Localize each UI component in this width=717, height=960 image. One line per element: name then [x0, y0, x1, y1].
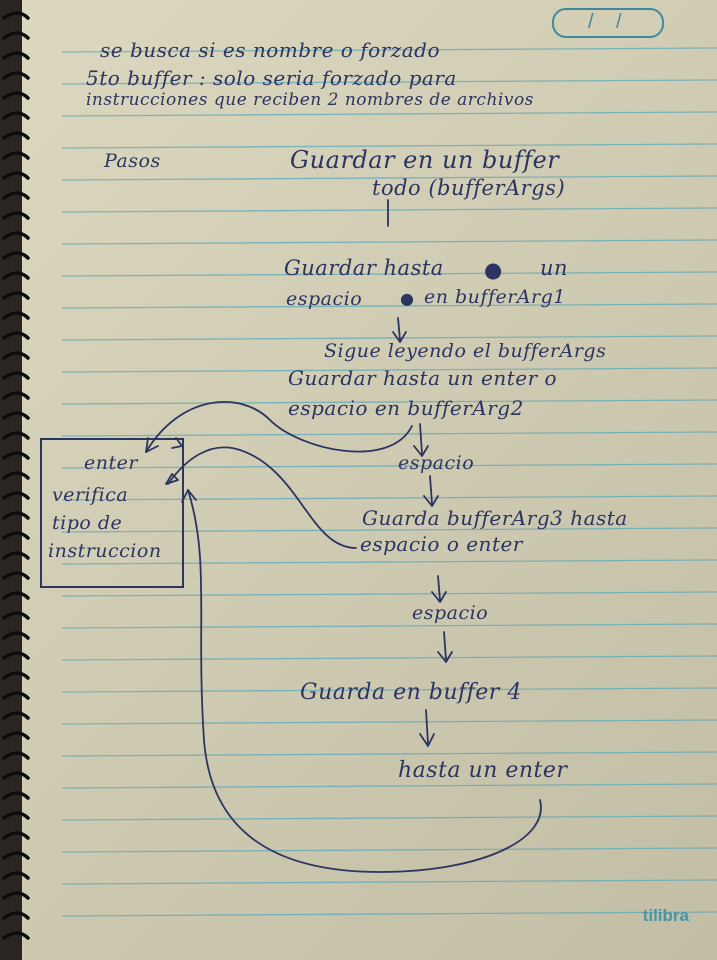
enter-box-line: verifica	[52, 484, 129, 506]
step-text: todo (bufferArgs)	[372, 176, 566, 200]
step-text: espacio	[412, 602, 489, 624]
step-text: Guardar hasta	[284, 256, 444, 280]
scribble-mark: ●	[484, 258, 503, 282]
tilibra-logo: tilibra	[642, 906, 689, 925]
step-text: Guarda en buffer 4	[300, 680, 522, 705]
step-text: Sigue leyendo el bufferArgs	[324, 340, 607, 362]
step-text: espacio en bufferArg2	[288, 396, 524, 420]
step-text: un	[540, 256, 569, 280]
ruled-lines	[61, 47, 717, 917]
header-note-1: se busca si es nombre o forzado	[100, 38, 441, 62]
step-text: espacio	[398, 452, 475, 474]
step-text: en bufferArg1	[424, 286, 566, 308]
enter-box-line: tipo de	[52, 512, 123, 534]
step-text: espacio	[286, 288, 363, 310]
enter-box	[40, 438, 184, 588]
spiral-binding	[2, 11, 30, 940]
enter-box-line: enter	[84, 452, 138, 474]
date-field: //	[552, 8, 664, 38]
notebook-page	[22, 0, 717, 960]
header-note-3: instrucciones que reciben 2 nombres de a…	[86, 90, 534, 110]
enter-box-line: instruccion	[48, 540, 162, 562]
pasos-label: Pasos	[104, 150, 161, 172]
step-text: Guarda bufferArg3 hasta	[362, 506, 628, 530]
step-text: Guardar hasta un enter o	[288, 366, 558, 390]
step-text: espacio o enter	[360, 532, 523, 556]
scribble-mark: ●	[400, 289, 415, 308]
header-note-2: 5to buffer : solo seria forzado para	[86, 66, 457, 90]
step-text: hasta un enter	[398, 758, 568, 783]
step-text: Guardar en un buffer	[290, 146, 560, 174]
